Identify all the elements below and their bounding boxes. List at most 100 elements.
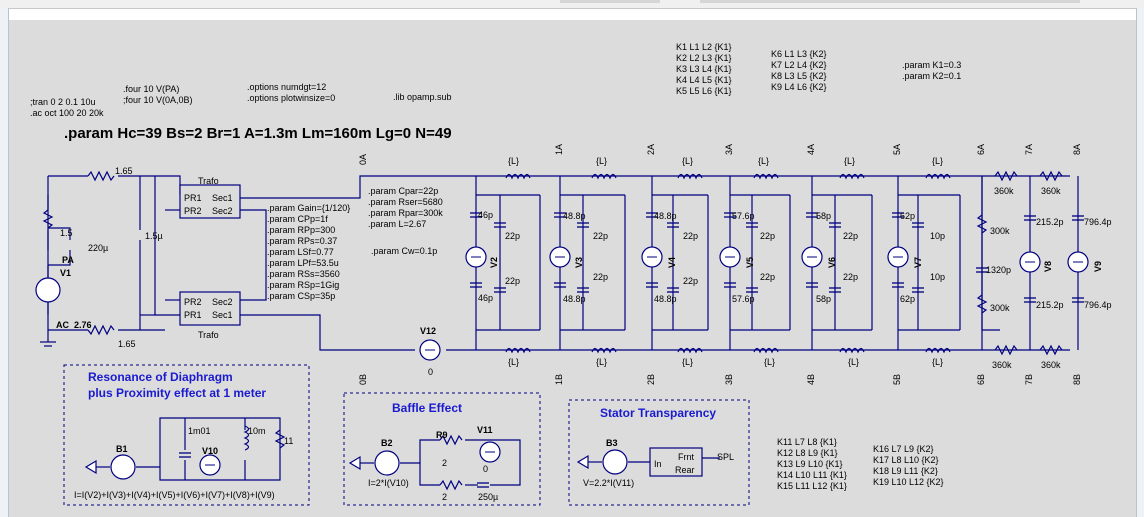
node-label[interactable]: 5A bbox=[892, 143, 902, 155]
node-label[interactable]: 8B bbox=[1072, 373, 1082, 385]
inductor-value[interactable]: {L} bbox=[596, 357, 608, 367]
capacitor-value[interactable]: 22p bbox=[593, 272, 609, 282]
resistor-value[interactable]: 1.65 bbox=[118, 339, 136, 349]
resistor-value[interactable]: 360k bbox=[992, 360, 1012, 370]
capacitor-value[interactable]: 48.8p bbox=[563, 211, 586, 221]
capacitor-value[interactable]: 22p bbox=[683, 231, 699, 241]
resistor-value[interactable]: 2 bbox=[442, 492, 448, 502]
source-name[interactable]: V9 bbox=[1093, 260, 1103, 272]
node-label[interactable]: 2B bbox=[646, 373, 656, 385]
param-line[interactable]: .param Rser=5680 bbox=[368, 197, 443, 207]
inductor-value[interactable]: 10m bbox=[248, 426, 266, 436]
node-label[interactable]: 3A bbox=[724, 143, 734, 155]
tran-directive[interactable]: ;tran 0 2 0.1 10u bbox=[30, 97, 96, 107]
inductor-value[interactable]: {L} bbox=[848, 357, 860, 367]
param-k1[interactable]: .param K1=0.3 bbox=[902, 60, 962, 70]
source-name[interactable]: V12 bbox=[420, 326, 437, 336]
capacitor-value[interactable]: 215.2p bbox=[1036, 217, 1064, 227]
coupling[interactable]: K3 L3 L4 {K1} bbox=[676, 64, 732, 74]
node-label[interactable]: 4A bbox=[806, 143, 816, 155]
cw-param[interactable]: .param Cw=0.1p bbox=[371, 246, 438, 256]
coupling[interactable]: K8 L3 L5 {K2} bbox=[771, 71, 827, 81]
coupling[interactable]: K5 L5 L6 {K1} bbox=[676, 86, 732, 96]
main-param-directive[interactable]: .param Hc=39 Bs=2 Br=1 A=1.3m Lm=160m Lg… bbox=[64, 125, 452, 142]
source-name[interactable]: V8 bbox=[1043, 260, 1053, 272]
capacitor-value[interactable]: 215.2p bbox=[1036, 300, 1064, 310]
behavioral-formula[interactable]: V=2.2*I(V11) bbox=[583, 478, 635, 488]
inductor-value[interactable]: {L} bbox=[682, 357, 694, 367]
node-label[interactable]: 1A bbox=[554, 143, 564, 155]
capacitor-value[interactable]: 22p bbox=[593, 231, 609, 241]
source-name[interactable]: V2 bbox=[489, 256, 499, 268]
node-label[interactable]: 0B bbox=[358, 373, 368, 385]
param-line[interactable]: .param RSp=1Gig bbox=[267, 280, 340, 290]
coupling[interactable]: K6 L1 L3 {K2} bbox=[771, 49, 827, 59]
options-directive-1[interactable]: .options numdgt=12 bbox=[247, 82, 327, 92]
inductor-value[interactable]: {L} bbox=[508, 357, 520, 367]
param-line[interactable]: .param Rpar=300k bbox=[368, 208, 443, 218]
param-line[interactable]: .param LPf=53.5u bbox=[267, 258, 339, 268]
capacitor-value[interactable]: 22p bbox=[760, 272, 776, 282]
coupling[interactable]: K1 L1 L2 {K1} bbox=[676, 42, 732, 52]
options-directive-2[interactable]: .options plotwinsize=0 bbox=[247, 93, 336, 103]
capacitor-value[interactable]: 48.8p bbox=[654, 211, 677, 221]
param-line[interactable]: .param RPp=300 bbox=[267, 225, 336, 235]
param-line[interactable]: .param L=2.67 bbox=[368, 219, 427, 229]
node-label[interactable]: 6B bbox=[976, 373, 986, 385]
inductor-value[interactable]: {L} bbox=[764, 357, 776, 367]
source-name[interactable]: V6 bbox=[827, 256, 837, 268]
capacitor-value[interactable]: 57.6p bbox=[732, 294, 755, 304]
inductor-value[interactable]: {L} bbox=[932, 357, 944, 367]
net-label-pa[interactable]: PA bbox=[62, 255, 74, 265]
node-label[interactable]: 1B bbox=[554, 373, 564, 385]
source-name[interactable]: V11 bbox=[477, 425, 493, 435]
param-line[interactable]: .param RPs=0.37 bbox=[267, 236, 338, 246]
capacitor-value[interactable]: 22p bbox=[760, 231, 776, 241]
capacitor-value[interactable]: 22p bbox=[843, 272, 859, 282]
capacitor-value[interactable]: 10p bbox=[930, 272, 946, 282]
capacitor-value[interactable]: 48.8p bbox=[563, 294, 586, 304]
param-line[interactable]: .param CSp=35p bbox=[267, 291, 336, 301]
four-directive-1[interactable]: .four 10 V(PA) bbox=[123, 84, 180, 94]
node-label[interactable]: 2A bbox=[646, 143, 656, 155]
inductor-value[interactable]: {L} bbox=[596, 156, 608, 166]
ac-directive[interactable]: .ac oct 100 20 20k bbox=[30, 108, 104, 118]
coupling[interactable]: K13 L9 L10 {K1} bbox=[777, 459, 843, 469]
inductor-value[interactable]: {L} bbox=[844, 156, 856, 166]
param-line[interactable]: .param Gain={1/120} bbox=[267, 203, 351, 213]
title-bar-tab[interactable] bbox=[700, 0, 1080, 3]
coupling[interactable]: K11 L7 L8 {K1} bbox=[777, 437, 837, 447]
capacitor-value[interactable]: 1m01 bbox=[188, 426, 211, 436]
resistor-value[interactable]: 1.65 bbox=[115, 166, 133, 176]
coupling[interactable]: K4 L4 L5 {K1} bbox=[676, 75, 732, 85]
four-directive-2[interactable]: ;four 10 V(0A,0B) bbox=[123, 95, 193, 105]
coupling[interactable]: K14 L10 L11 {K1} bbox=[777, 470, 847, 480]
resistor-name[interactable]: R9 bbox=[436, 430, 448, 440]
resistor-value[interactable]: 300k bbox=[990, 226, 1010, 236]
resistor-value[interactable]: 360k bbox=[994, 186, 1014, 196]
source-value[interactable]: 0 bbox=[428, 367, 434, 377]
coupling[interactable]: K18 L9 L11 {K2} bbox=[873, 466, 938, 476]
node-label[interactable]: 7A bbox=[1024, 143, 1034, 155]
node-label[interactable]: 3B bbox=[724, 373, 734, 385]
inductor-value[interactable]: {L} bbox=[508, 156, 520, 166]
node-label[interactable]: 8A bbox=[1072, 143, 1082, 155]
coupling[interactable]: K17 L8 L10 {K2} bbox=[873, 455, 939, 465]
capacitor-value[interactable]: 1320p bbox=[986, 265, 1012, 275]
source-name[interactable]: V5 bbox=[745, 256, 755, 268]
node-label[interactable]: 7B bbox=[1024, 373, 1034, 385]
node-label[interactable]: 0A bbox=[358, 153, 368, 165]
source-name[interactable]: V3 bbox=[574, 256, 584, 268]
capacitor-value[interactable]: 46p bbox=[478, 293, 494, 303]
capacitor-value[interactable]: 62p bbox=[900, 211, 916, 221]
param-k2[interactable]: .param K2=0.1 bbox=[902, 71, 962, 81]
param-line[interactable]: .param CPp=1f bbox=[267, 214, 328, 224]
source-name[interactable]: B1 bbox=[116, 444, 128, 454]
node-label[interactable]: 6A bbox=[976, 143, 986, 155]
param-line[interactable]: .param RSs=3560 bbox=[267, 269, 340, 279]
behavioral-formula[interactable]: I=I(V2)+I(V3)+I(V4)+I(V5)+I(V6)+I(V7)+I(… bbox=[74, 490, 275, 500]
capacitor-value[interactable]: 22p bbox=[505, 231, 521, 241]
capacitor-value[interactable]: 10p bbox=[930, 231, 946, 241]
capacitor-value[interactable]: 220µ bbox=[88, 243, 109, 253]
capacitor-value[interactable]: 46p bbox=[478, 210, 494, 220]
